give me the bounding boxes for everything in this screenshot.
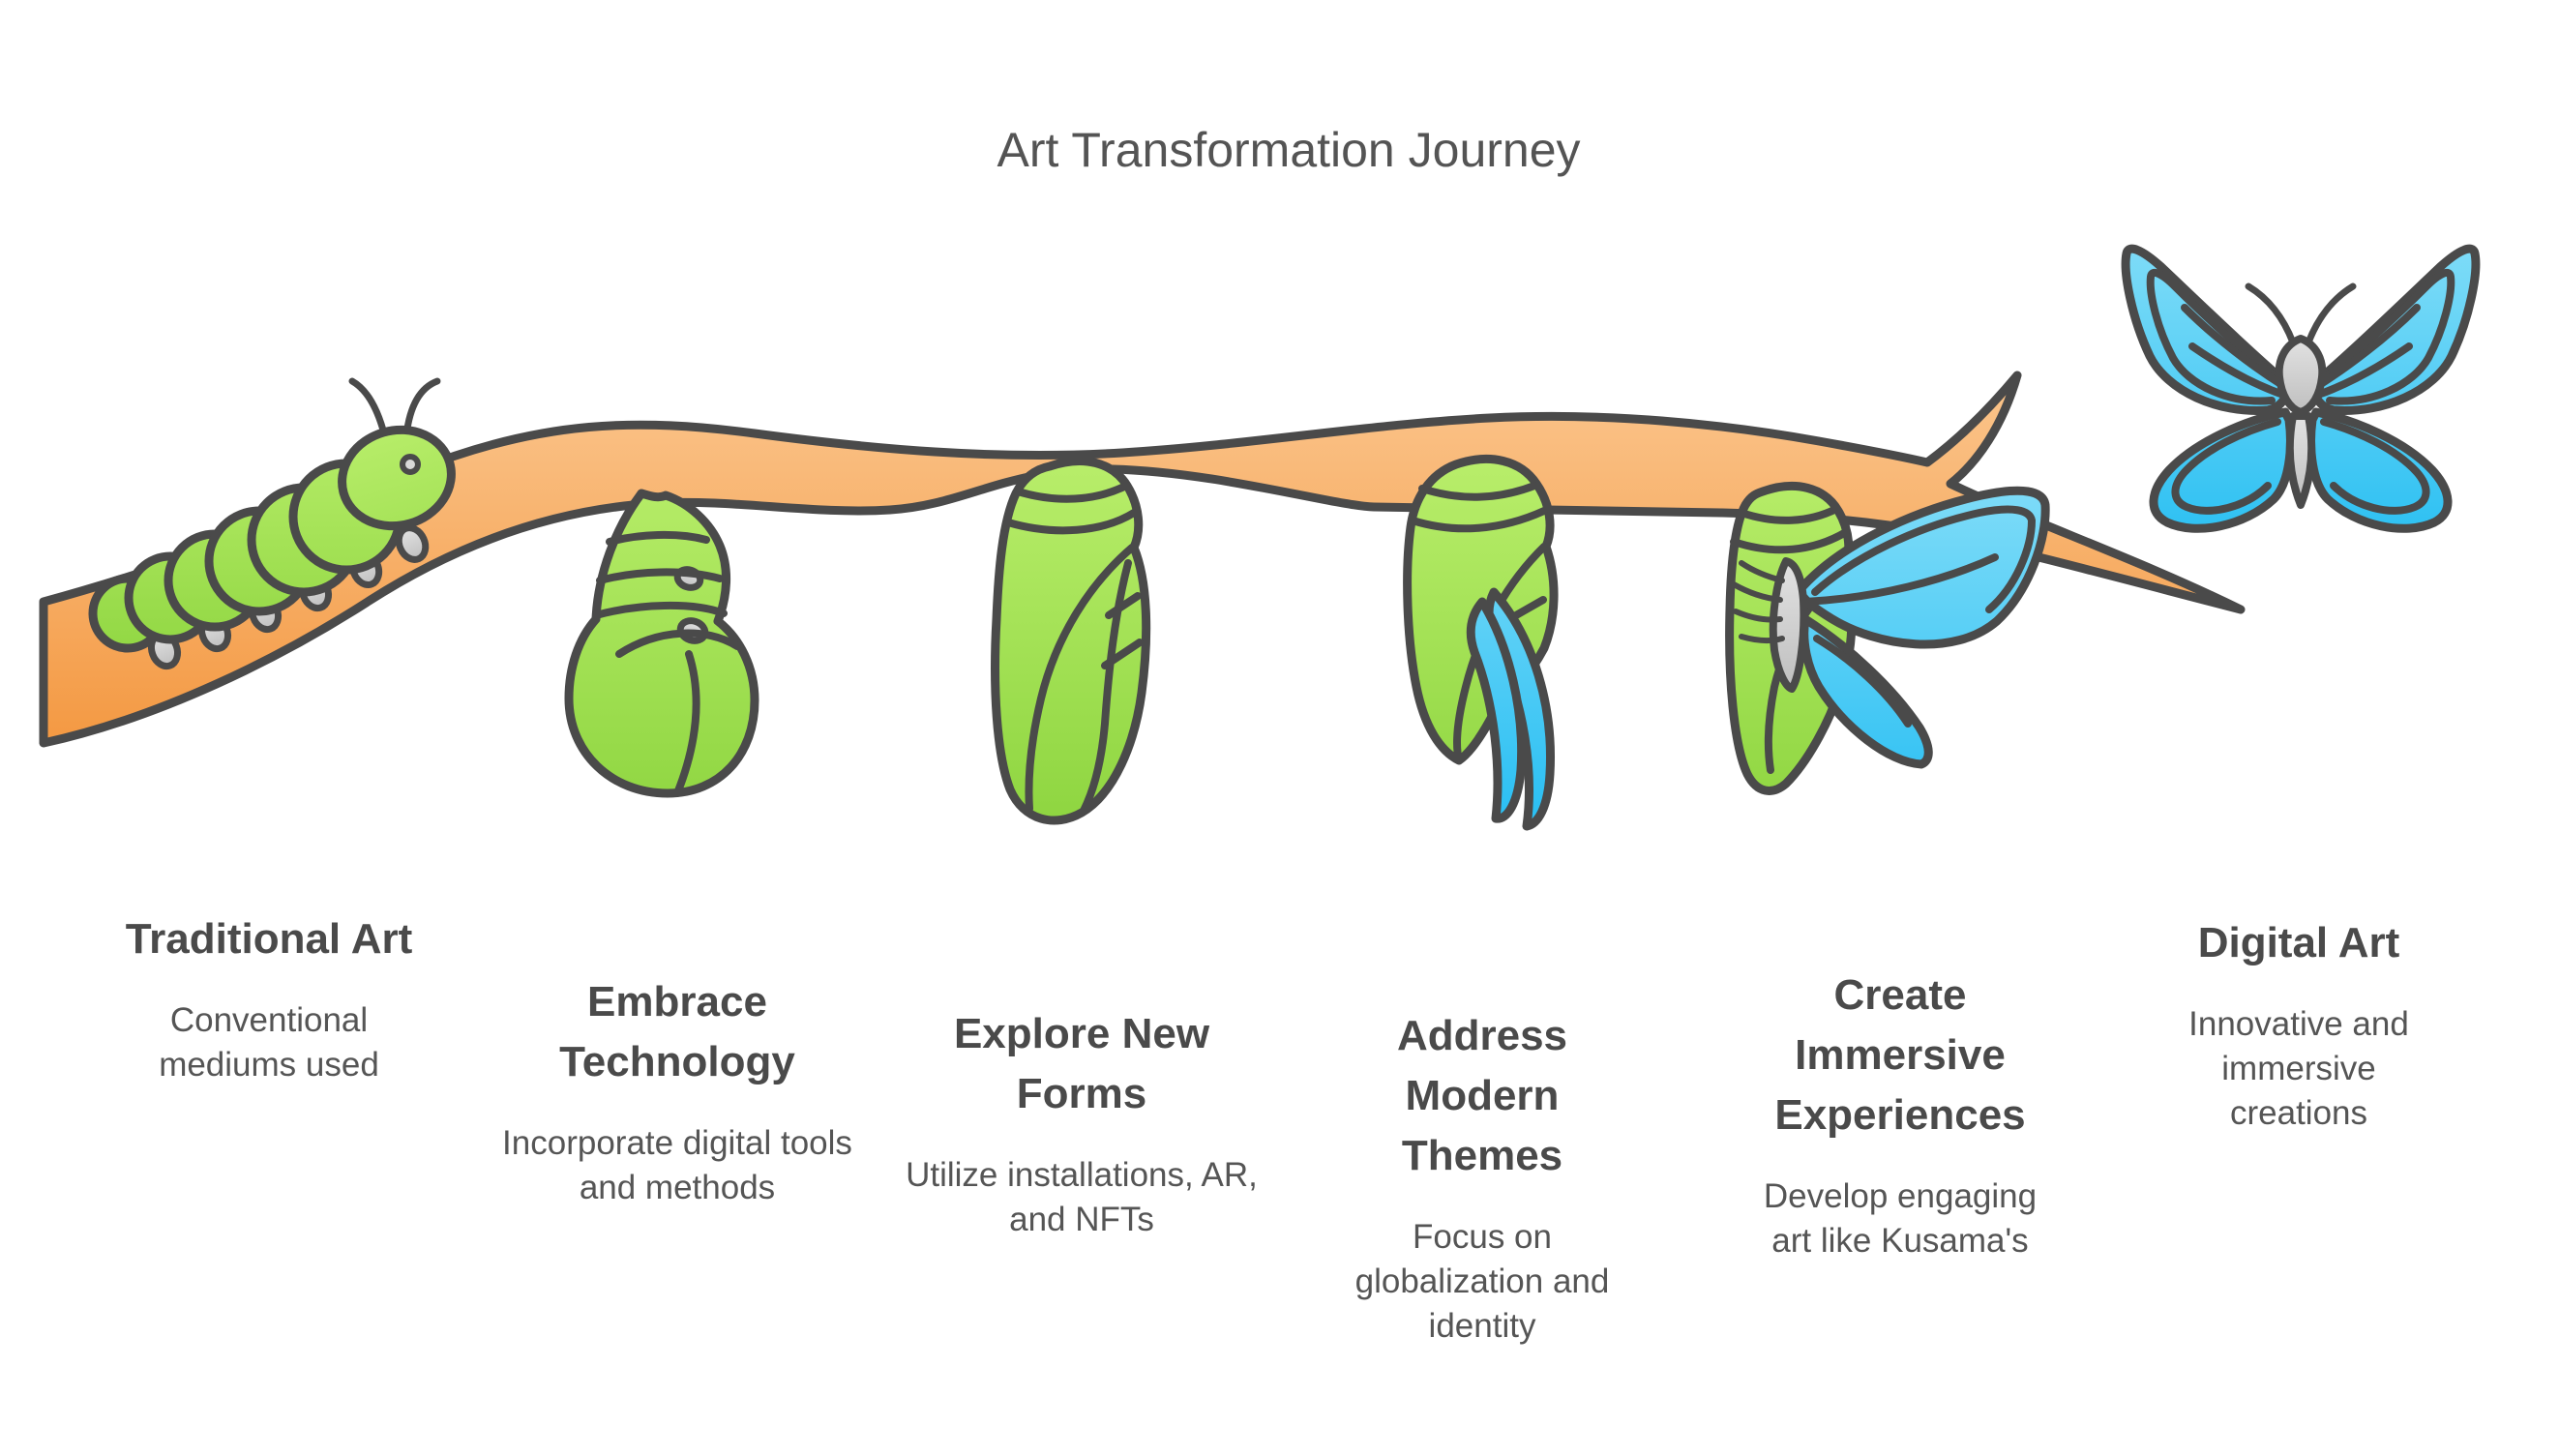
emerging-forewing: [1795, 486, 2050, 649]
stage-label-embrace-technology: Embrace Technology Incorporate digital t…: [493, 972, 861, 1210]
caterpillar-eye: [400, 454, 421, 475]
left-forewing-veins: [2146, 268, 2289, 405]
stage-label-create-immersive-experiences: Create Immersive Experiences Develop eng…: [1741, 966, 2060, 1263]
stage-heading: Address Modern Themes: [1396, 1012, 1568, 1179]
stage-description: Incorporate digital tools and methods: [502, 1124, 852, 1206]
caterpillar-body: [88, 425, 456, 653]
stage-heading: Digital Art: [2197, 919, 2400, 966]
caterpillar-figure: [88, 377, 456, 670]
stage-heading: Explore New Forms: [953, 1010, 1210, 1117]
blue-butterfly-figure: [2121, 244, 2476, 533]
stage-description: Conventional mediums used: [159, 1001, 379, 1084]
butterfly-body: [1769, 557, 1808, 693]
branch: [39, 371, 2246, 748]
butterfly-legs: [1731, 560, 1785, 644]
caterpillar-head: [338, 425, 456, 531]
stage-label-address-modern-themes: Address Modern Themes Focus on globaliza…: [1332, 1006, 1632, 1349]
stage-description: Develop engaging art like Kusama's: [1763, 1177, 2038, 1260]
stage-label-digital-art: Digital Art Innovative and immersive cre…: [2169, 913, 2429, 1136]
emerging-hindwing: [1800, 614, 1933, 769]
stage-heading: Create Immersive Experiences: [1774, 971, 2026, 1139]
chrysalis-pattern-lines: [1409, 482, 1548, 764]
chrysalis-with-emerging-wings-figure: [1403, 454, 1559, 831]
stage-description: Utilize installations, AR, and NFTs: [906, 1156, 1258, 1238]
chrysalis-segment-lines: [592, 530, 741, 797]
butterfly-thorax: [2275, 335, 2327, 416]
stage-description: Focus on globalization and identity: [1354, 1218, 1610, 1345]
chrysalis-pattern-lines: [1004, 482, 1144, 815]
stage-description: Innovative and immersive creations: [2188, 1005, 2409, 1132]
emerging-blue-wing-tips: [1466, 587, 1555, 831]
curling-caterpillar-chrysalis-figure: [564, 489, 759, 798]
butterfly-right-wings: [2311, 249, 2476, 528]
forewing-veins: [1801, 505, 2036, 613]
butterfly-antennae: [2245, 282, 2357, 346]
butterfly-abdomen: [2285, 412, 2316, 509]
stage-heading: Traditional Art: [125, 915, 413, 963]
butterfly-emerging-from-chrysalis-figure: [1725, 481, 2050, 795]
stage-heading: Embrace Technology: [559, 978, 795, 1085]
butterfly-left-wings: [2121, 244, 2295, 533]
stage-label-traditional-art: Traditional Art Conventional mediums use…: [126, 909, 413, 1087]
stage-label-explore-new-forms: Explore New Forms Utilize installations,…: [893, 1004, 1270, 1242]
diagram-title: Art Transformation Journey: [997, 123, 1581, 177]
green-chrysalis-figure: [991, 456, 1151, 825]
